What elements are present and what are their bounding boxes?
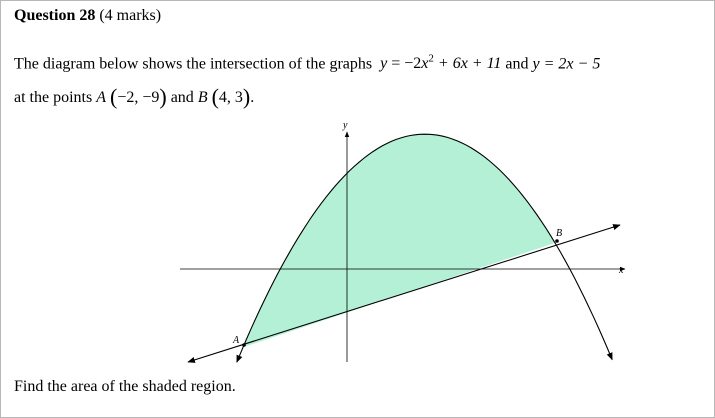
point-a-label: A [96, 89, 106, 106]
equation-line: y = 2x − 5 [532, 55, 601, 73]
point-b-marker [555, 239, 559, 243]
point-b-coords: 4, 3 [218, 89, 243, 106]
point-a-coords: −2, −9 [117, 89, 160, 106]
straight-line [187, 224, 621, 363]
parabola-curve [236, 133, 613, 363]
line2-prefix: at the points [14, 89, 93, 106]
line1-prefix: The diagram below shows the intersection… [14, 55, 373, 73]
question-marks: (4 marks) [99, 7, 162, 24]
question-heading: Question 28 (4 marks) [14, 7, 161, 25]
point-a-marker [242, 343, 246, 347]
point-a-diagram-label: A [232, 335, 240, 346]
question-line-1: The diagram below shows the intersection… [14, 53, 600, 73]
question-line-2: at the points A (−2, −9) and B (4, 3). [14, 84, 255, 109]
question-prompt: Find the area of the shaded region. [14, 378, 236, 395]
equation-parabola: y = −2x2 + 6x + 11 [380, 53, 502, 73]
and-word-2: and [166, 89, 198, 106]
point-b-diagram-label: B [556, 228, 562, 239]
y-axis-label: y [342, 120, 348, 131]
shaded-region [243, 134, 555, 348]
point-b-label: B [197, 89, 208, 106]
question-number: Question 28 [14, 7, 96, 24]
and-word: and [501, 55, 533, 73]
x-axis-label: x [618, 265, 624, 276]
